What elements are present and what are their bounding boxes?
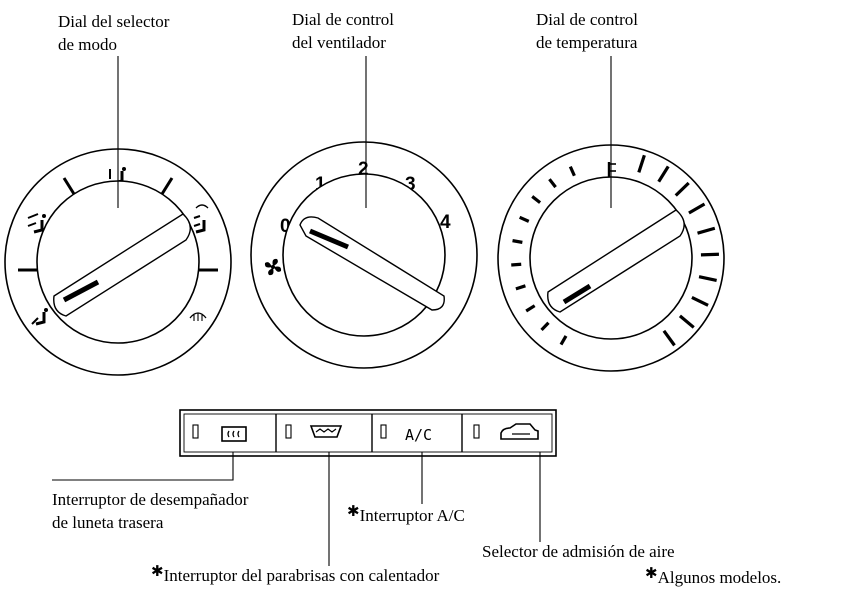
bilevel-icon	[27, 213, 46, 234]
mode-dial-label: Dial del selector de modo	[58, 10, 169, 56]
temp-tick	[662, 329, 676, 347]
rear-defroster-switch[interactable]	[192, 424, 247, 442]
rear-defog-label: Interruptor de desempañador de luneta tr…	[52, 488, 248, 534]
temp-tick	[697, 226, 716, 235]
leader-rear-defog	[52, 452, 234, 481]
temp-tick	[511, 262, 522, 267]
ac-switch-label: ✱Interruptor A/C	[347, 500, 465, 527]
mode-dial-ticks	[18, 177, 218, 272]
temp-tick	[657, 165, 670, 183]
fan-scale: 0 1 2 3 4	[280, 159, 451, 237]
mode-dial-label-line-1: Dial del selector	[58, 12, 170, 31]
temp-tick	[678, 314, 695, 329]
temp-tick	[531, 195, 542, 204]
heated-windshield-icon	[309, 425, 343, 438]
asterisk-icon: ✱	[347, 502, 360, 520]
mode-selector-dial[interactable]	[4, 148, 232, 376]
heated-windshield-label-text: Interruptor del parabrisas con calentado…	[163, 566, 440, 585]
fan-scale-3: 3	[405, 174, 416, 195]
temp-tick	[515, 284, 526, 291]
fan-dial-pointer	[309, 228, 349, 250]
fan-scale-1: 1	[315, 174, 326, 195]
footnote: ✱Algunos modelos.	[645, 562, 781, 589]
temp-dial-label-line-2: de temperatura	[536, 33, 638, 52]
fan-scale-4: 4	[440, 212, 451, 233]
asterisk-icon: ✱	[151, 562, 164, 580]
rear-defog-label-line-2: de luneta trasera	[52, 513, 164, 532]
switch-panel-frame	[179, 409, 557, 457]
indicator-light	[192, 424, 199, 439]
temp-tick	[518, 215, 530, 223]
indicator-light	[380, 424, 387, 439]
switch-panel: A/C	[179, 409, 557, 457]
temp-dial-ticks	[511, 154, 719, 347]
temp-dial-label-line-1: Dial de control	[536, 10, 638, 29]
air-intake-switch[interactable]	[473, 423, 539, 440]
fan-dial-label-line-2: del ventilador	[292, 33, 386, 52]
heated-windshield-switch[interactable]	[285, 424, 343, 439]
leader-lines	[52, 56, 612, 566]
floor-icon	[31, 308, 48, 326]
ac-switch[interactable]: A/C	[380, 424, 432, 444]
indicator-light	[285, 424, 292, 439]
ac-switch-text: A/C	[405, 426, 432, 444]
recirculation-icon	[500, 423, 539, 440]
indicator-light	[473, 424, 480, 439]
temp-tick	[691, 296, 709, 307]
fan-control-dial[interactable]: 0 1 2 3 4	[250, 141, 478, 369]
temp-dial-grip	[547, 209, 685, 313]
ac-switch-label-text: Interruptor A/C	[359, 506, 465, 525]
floor-defrost-icon	[193, 204, 209, 234]
temp-tick	[568, 165, 576, 177]
temp-tick	[674, 181, 690, 197]
temp-tick	[559, 335, 568, 346]
temp-tick	[512, 239, 523, 244]
mode-dial-label-line-2: de modo	[58, 35, 118, 54]
fan-dial-label-line-1: Dial de control	[292, 10, 394, 29]
temp-tick	[688, 202, 706, 215]
asterisk-icon: ✱	[645, 564, 658, 582]
fan-dial-label: Dial de control del ventilador	[292, 8, 394, 54]
air-intake-label-text: Selector de admisión de aire	[482, 542, 675, 561]
air-intake-label: Selector de admisión de aire	[482, 540, 675, 563]
heated-windshield-label: ✱Interruptor del parabrisas con calentad…	[151, 560, 439, 587]
fan-scale-0: 0	[280, 216, 291, 237]
mode-dial-pointer	[62, 279, 100, 303]
temp-tick	[525, 304, 536, 313]
temp-tick	[637, 154, 646, 173]
defrost-icon	[189, 312, 207, 321]
temp-dial-pointer	[562, 283, 592, 305]
temp-tick	[700, 252, 719, 257]
fan-scale-2: 2	[358, 159, 369, 180]
temp-tick	[548, 178, 557, 189]
temp-tick	[540, 321, 550, 332]
rear-defroster-icon	[221, 426, 247, 442]
rear-defog-label-line-1: Interruptor de desempañador	[52, 490, 249, 509]
temperature-control-dial[interactable]	[497, 144, 725, 372]
temp-dial-label: Dial de control de temperatura	[536, 8, 638, 54]
footnote-text: Algunos modelos.	[657, 568, 782, 587]
mode-dial-grip	[53, 213, 191, 317]
temp-tick	[698, 275, 717, 283]
fan-icon	[264, 258, 282, 276]
